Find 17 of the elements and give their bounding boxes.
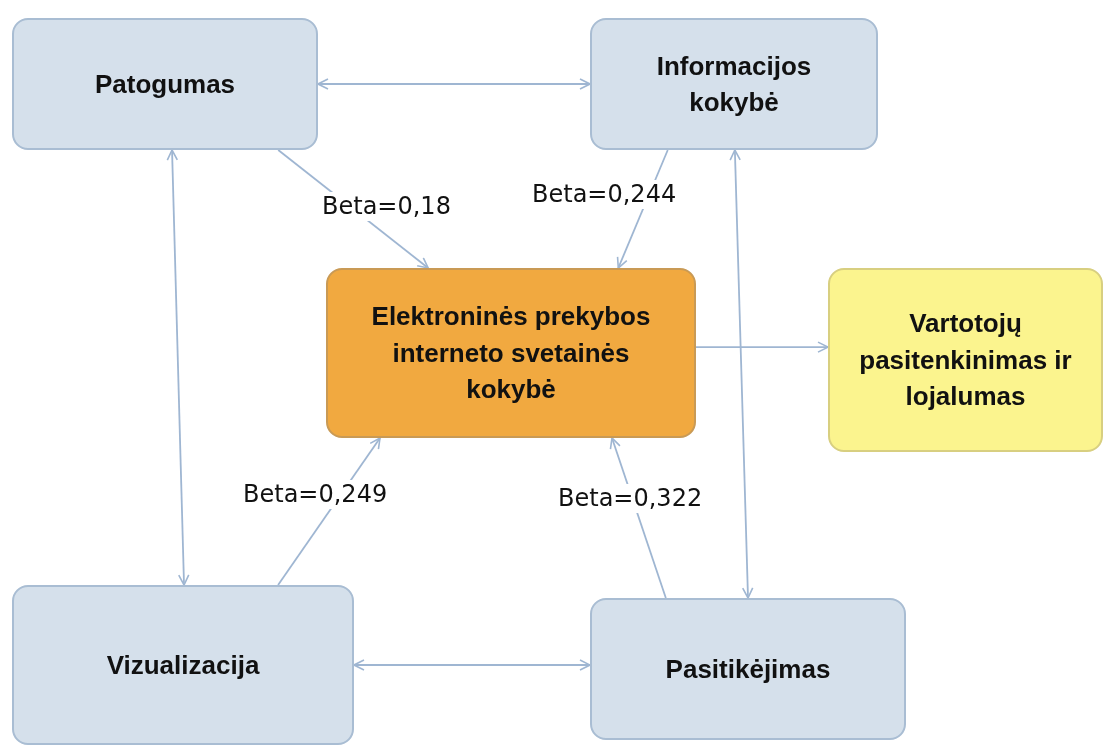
box-label: Informacijos kokybė: [655, 49, 813, 119]
central-box: [326, 268, 696, 438]
box-label: Vartotojų pasitenkinimas ir lojalumas: [858, 307, 1073, 414]
box-label: Vizualizacija: [106, 648, 260, 682]
box-label: Pasitikėjimas: [665, 652, 831, 686]
arrow: [695, 341, 829, 353]
outcome-box: [828, 268, 1103, 452]
arrow: [729, 149, 754, 599]
factor-box: [590, 18, 878, 150]
box-label: Patogumas: [94, 67, 236, 101]
arrow: [317, 78, 591, 90]
arrow: [166, 149, 190, 586]
factor-box: [12, 18, 318, 150]
factor-box: [590, 598, 906, 740]
box-label: Elektroninės prekybos interneto svetainės kokybė: [370, 300, 652, 407]
factor-box: [12, 585, 354, 745]
arrow: [353, 659, 591, 671]
